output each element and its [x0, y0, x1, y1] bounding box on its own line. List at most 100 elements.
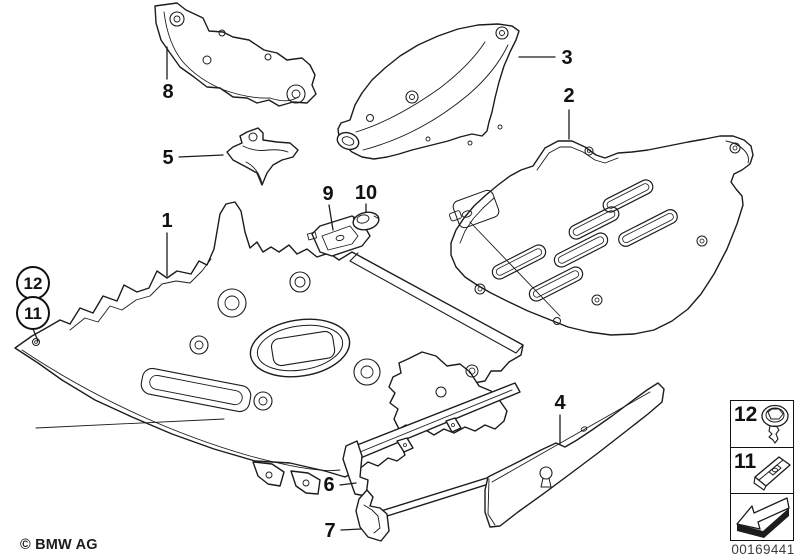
boss — [194, 340, 204, 350]
hole — [265, 471, 273, 479]
mount-tab — [290, 470, 321, 495]
screw-hole — [587, 149, 591, 153]
hole — [169, 11, 185, 27]
screw-hole — [584, 146, 594, 156]
direction-arrow-icon — [736, 497, 790, 539]
legend-screw-number: 12 — [734, 403, 758, 426]
screw-hole — [729, 142, 741, 154]
hole — [467, 140, 473, 146]
hole — [264, 53, 272, 61]
detail-line — [459, 197, 495, 244]
callout-7[interactable]: 7 — [324, 520, 336, 542]
legend-row-direction — [731, 494, 793, 540]
leader-line — [328, 204, 334, 231]
hole — [451, 423, 455, 427]
callout-1[interactable]: 1 — [161, 210, 173, 232]
detail-line — [35, 418, 225, 429]
hole — [449, 210, 462, 222]
hole — [403, 443, 407, 447]
part-7-drawing[interactable] — [355, 470, 512, 542]
screw-hole — [591, 294, 603, 306]
detail-line — [487, 391, 651, 526]
screw-hole — [477, 286, 483, 292]
leader-line — [339, 482, 357, 486]
detail-line — [355, 41, 486, 133]
callout-9[interactable]: 9 — [322, 183, 334, 205]
part-5-drawing[interactable] — [226, 127, 299, 186]
callout-11-circled[interactable]: 11 — [16, 296, 50, 330]
mount-foot — [306, 231, 318, 241]
callout-6[interactable]: 6 — [323, 474, 335, 496]
boss — [253, 391, 273, 411]
mount-tab — [396, 417, 462, 453]
legend-clip-number: 11 — [734, 449, 757, 473]
screw-marker — [34, 340, 38, 344]
screw-hole — [699, 238, 705, 244]
screw-boss — [409, 94, 415, 100]
detail-line — [69, 258, 212, 331]
hole — [497, 124, 503, 130]
part-outline — [154, 2, 317, 107]
screw-boss — [405, 90, 419, 104]
screw-marker — [32, 338, 40, 346]
screw-hole — [553, 317, 561, 325]
rear-shield-piece — [388, 351, 508, 436]
boss — [360, 365, 374, 379]
part-outline — [352, 211, 380, 231]
part-outline — [14, 201, 524, 478]
boss — [217, 288, 247, 318]
hole — [218, 29, 226, 37]
part-2-drawing[interactable] — [449, 135, 754, 336]
part-outline — [355, 489, 390, 542]
screw-boss — [499, 30, 505, 36]
screw-icon — [761, 404, 789, 444]
callout-3[interactable]: 3 — [561, 47, 573, 69]
hole — [425, 136, 431, 142]
screw-hole — [696, 235, 708, 247]
recess-strip — [140, 367, 252, 413]
boss — [289, 271, 311, 293]
part-6-drawing[interactable] — [342, 351, 521, 497]
part-outline — [450, 135, 754, 336]
oval-opening — [256, 324, 344, 372]
part-10-drawing[interactable] — [352, 210, 381, 232]
callout-5[interactable]: 5 — [162, 147, 174, 169]
callout-8[interactable]: 8 — [162, 81, 174, 103]
detail-line — [536, 146, 619, 171]
part-8-drawing[interactable] — [154, 2, 317, 107]
recess-strip — [149, 374, 243, 406]
hole — [580, 426, 588, 432]
detail-line — [356, 214, 370, 224]
legend-row-screw: 12 — [731, 401, 793, 448]
hole — [366, 114, 374, 122]
callout-2[interactable]: 2 — [563, 85, 575, 107]
hole — [302, 479, 310, 487]
boss — [224, 295, 240, 311]
screw-hole — [594, 297, 600, 303]
detail-line — [21, 349, 341, 471]
detail-line — [321, 225, 359, 251]
part-3-drawing[interactable] — [335, 23, 520, 160]
callout-10[interactable]: 10 — [354, 182, 378, 204]
keyhole — [540, 477, 552, 488]
part-4-drawing[interactable] — [484, 382, 665, 528]
stiffening-band — [349, 252, 524, 354]
detail-line — [163, 11, 299, 102]
hole — [335, 234, 345, 242]
oval-opening — [249, 318, 351, 378]
callout-12-circled[interactable]: 12 — [16, 266, 50, 300]
mount-tab — [452, 189, 500, 229]
detail-line — [363, 504, 381, 534]
document-number: 00169441 — [731, 542, 795, 557]
boss — [468, 367, 476, 375]
detail-line — [373, 215, 380, 220]
part-1-drawing[interactable] — [14, 201, 524, 495]
detail-line — [362, 44, 509, 151]
fastener-legend: 12 11 — [730, 400, 794, 541]
boss — [189, 335, 209, 355]
copyright-text: © BMW AG — [20, 537, 98, 553]
part-outline — [484, 382, 665, 528]
callout-4[interactable]: 4 — [554, 392, 566, 414]
